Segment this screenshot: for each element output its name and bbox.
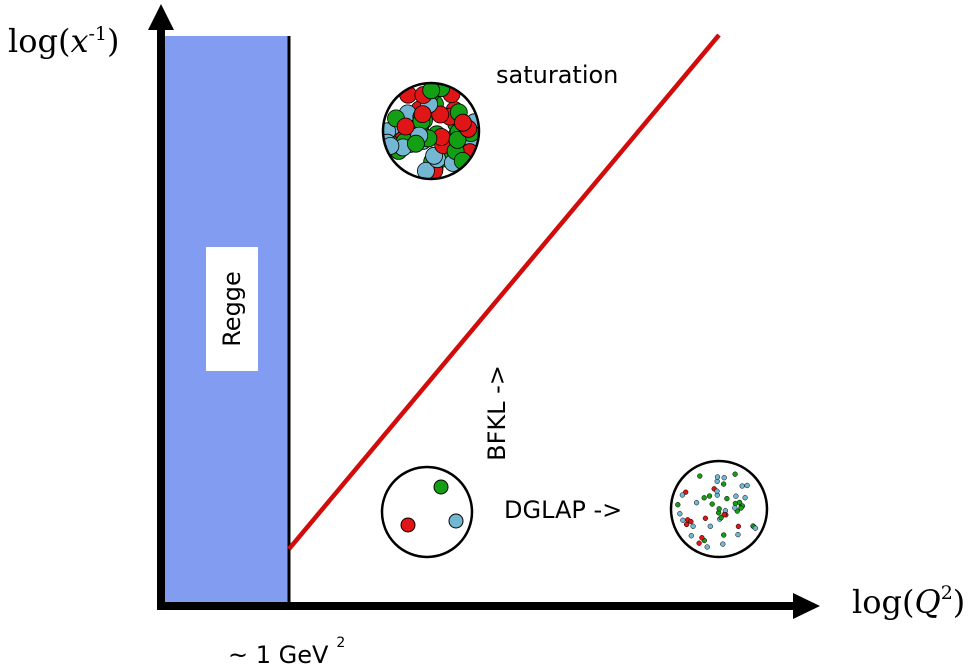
dglap-parton	[693, 500, 700, 506]
saturation-label: saturation	[496, 61, 618, 89]
bfkl-label: BFKL ->	[483, 365, 511, 461]
dglap-parton	[732, 471, 738, 477]
dglap-parton	[735, 531, 741, 538]
dglap-parton	[677, 511, 683, 517]
parton-green	[433, 479, 449, 495]
dglap-hadron	[669, 459, 769, 559]
saturated-parton	[431, 105, 450, 124]
dglap-parton	[714, 474, 721, 480]
x-axis-label: log(Q2)	[852, 582, 965, 621]
dglap-parton	[733, 493, 739, 499]
dglap-parton	[683, 521, 690, 528]
saturated-parton	[453, 113, 472, 132]
saturation-line	[287, 33, 721, 551]
dglap-parton	[716, 506, 722, 512]
dglap-parton	[720, 481, 727, 487]
dglap-parton	[742, 495, 748, 501]
dglap-parton	[736, 499, 743, 506]
dglap-parton	[702, 515, 709, 521]
dglap-parton	[724, 495, 730, 502]
saturated-parton	[406, 134, 425, 153]
dglap-parton	[697, 473, 703, 479]
dglap-parton	[675, 502, 681, 508]
dglap-parton	[696, 540, 702, 546]
dglap-hadron-outline	[669, 459, 769, 559]
parton-blue	[448, 513, 464, 529]
saturated-parton	[448, 130, 467, 149]
dglap-parton	[735, 523, 742, 530]
x-axis-arrowhead	[793, 593, 820, 619]
dglap-parton	[718, 515, 724, 521]
dglap-parton	[699, 535, 705, 541]
parton-red	[400, 517, 416, 533]
dglap-parton	[738, 505, 744, 511]
saturated-parton	[396, 117, 415, 136]
saturated-parton	[416, 161, 435, 179]
dglap-parton	[709, 501, 715, 507]
dglap-parton	[721, 511, 727, 518]
dglap-parton	[739, 483, 745, 489]
dglap-parton	[721, 475, 727, 481]
dglap-parton	[706, 493, 713, 499]
dglap-parton	[732, 505, 738, 511]
dglap-parton	[714, 488, 720, 494]
dglap-parton	[707, 523, 713, 529]
dglap-parton	[688, 518, 694, 525]
dglap-parton	[752, 525, 759, 531]
saturated-parton	[422, 83, 441, 100]
dilute-hadron	[380, 465, 474, 559]
dglap-label: DGLAP ->	[504, 496, 622, 524]
dglap-parton	[701, 495, 707, 501]
dglap-parton	[744, 482, 750, 489]
saturated-parton	[413, 105, 432, 123]
dglap-parton	[720, 541, 726, 547]
dilute-hadron-outline	[380, 465, 474, 559]
dglap-parton	[690, 523, 696, 529]
regge-label: Regge	[218, 271, 246, 347]
saturated-hadron-outline	[381, 81, 481, 181]
dglap-parton	[688, 533, 694, 539]
dglap-parton	[721, 532, 727, 538]
dglap-parton	[679, 492, 686, 498]
dglap-parton	[704, 544, 710, 550]
y-axis-label: log(x-1)	[8, 22, 120, 60]
saturated-hadron	[381, 81, 481, 181]
dglap-parton	[680, 517, 686, 523]
regge-label-box	[206, 247, 258, 371]
y-axis-arrowhead	[148, 4, 174, 30]
